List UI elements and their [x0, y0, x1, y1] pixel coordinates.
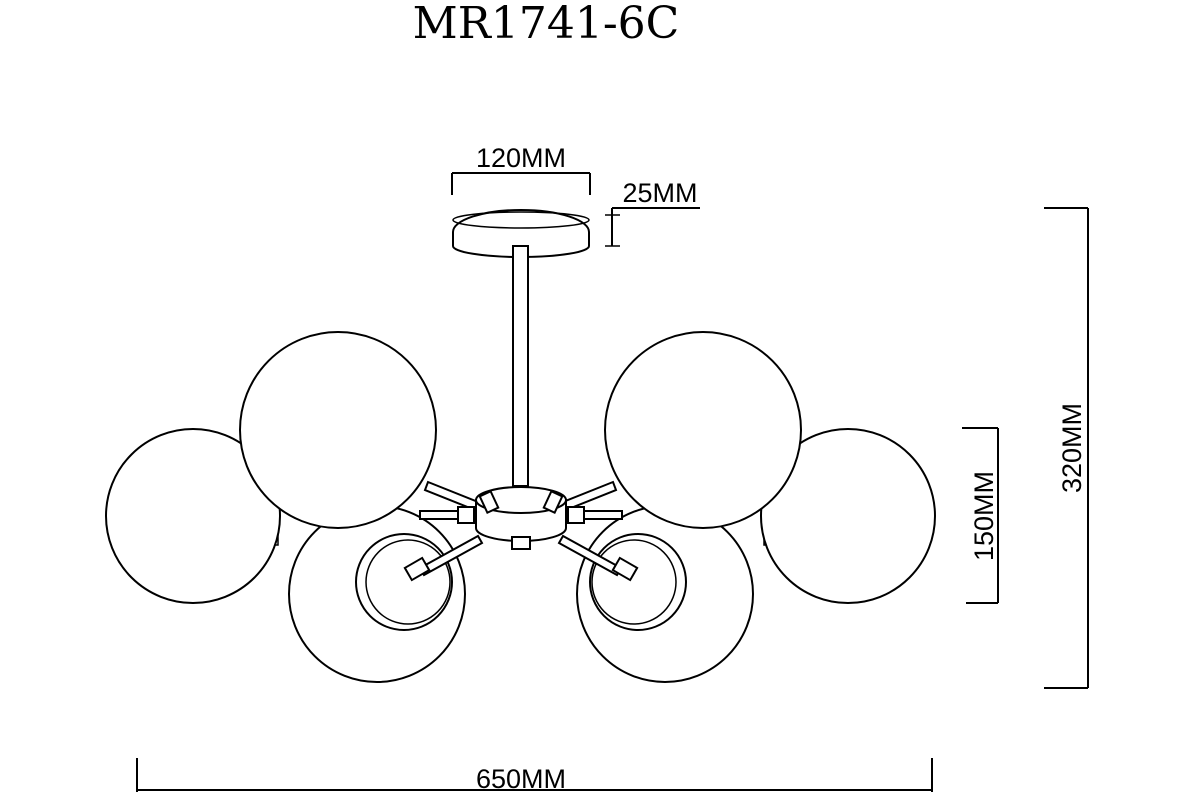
globe-upper-left: [239, 331, 437, 529]
total-width-label: 650MM: [476, 764, 566, 794]
stem-rod: [512, 245, 529, 487]
socket-lower-right: [611, 556, 639, 582]
total-height-label: 320MM: [1057, 403, 1087, 493]
front-left-inner-ring-edge: [365, 539, 451, 625]
canopy-width-label: 120MM: [476, 143, 566, 173]
total-width-dimension: 650MM: [136, 758, 933, 794]
total-height-dimension: 320MM: [1044, 207, 1089, 689]
socket-lower-left: [403, 556, 431, 582]
front-left-inner-ring: [355, 533, 453, 631]
front-right-inner-ring: [589, 533, 687, 631]
socket-side-left: [457, 506, 475, 524]
upper-globes: [239, 331, 802, 529]
socket-upper-right: [542, 489, 564, 515]
canopy-height-dimension: 25MM: [605, 178, 700, 247]
back-globes: [105, 428, 936, 683]
front-right-inner-ring-edge: [591, 539, 677, 625]
socket-side-right: [567, 506, 585, 524]
model-title: MR1741-6C: [413, 0, 680, 49]
socket-upper-left: [478, 489, 500, 515]
globe-height-label: 150MM: [969, 471, 999, 561]
canopy-height-label: 25MM: [622, 178, 697, 208]
globe-upper-right: [604, 331, 802, 529]
canopy: [452, 209, 590, 258]
hub-finial: [511, 536, 531, 550]
globe-height-dimension: 150MM: [962, 427, 999, 604]
sockets: [403, 489, 639, 582]
canopy-width-dimension: 120MM: [451, 143, 591, 195]
globe-far-right: [760, 428, 936, 604]
globe-far-left: [105, 428, 281, 604]
arms: [418, 480, 623, 577]
